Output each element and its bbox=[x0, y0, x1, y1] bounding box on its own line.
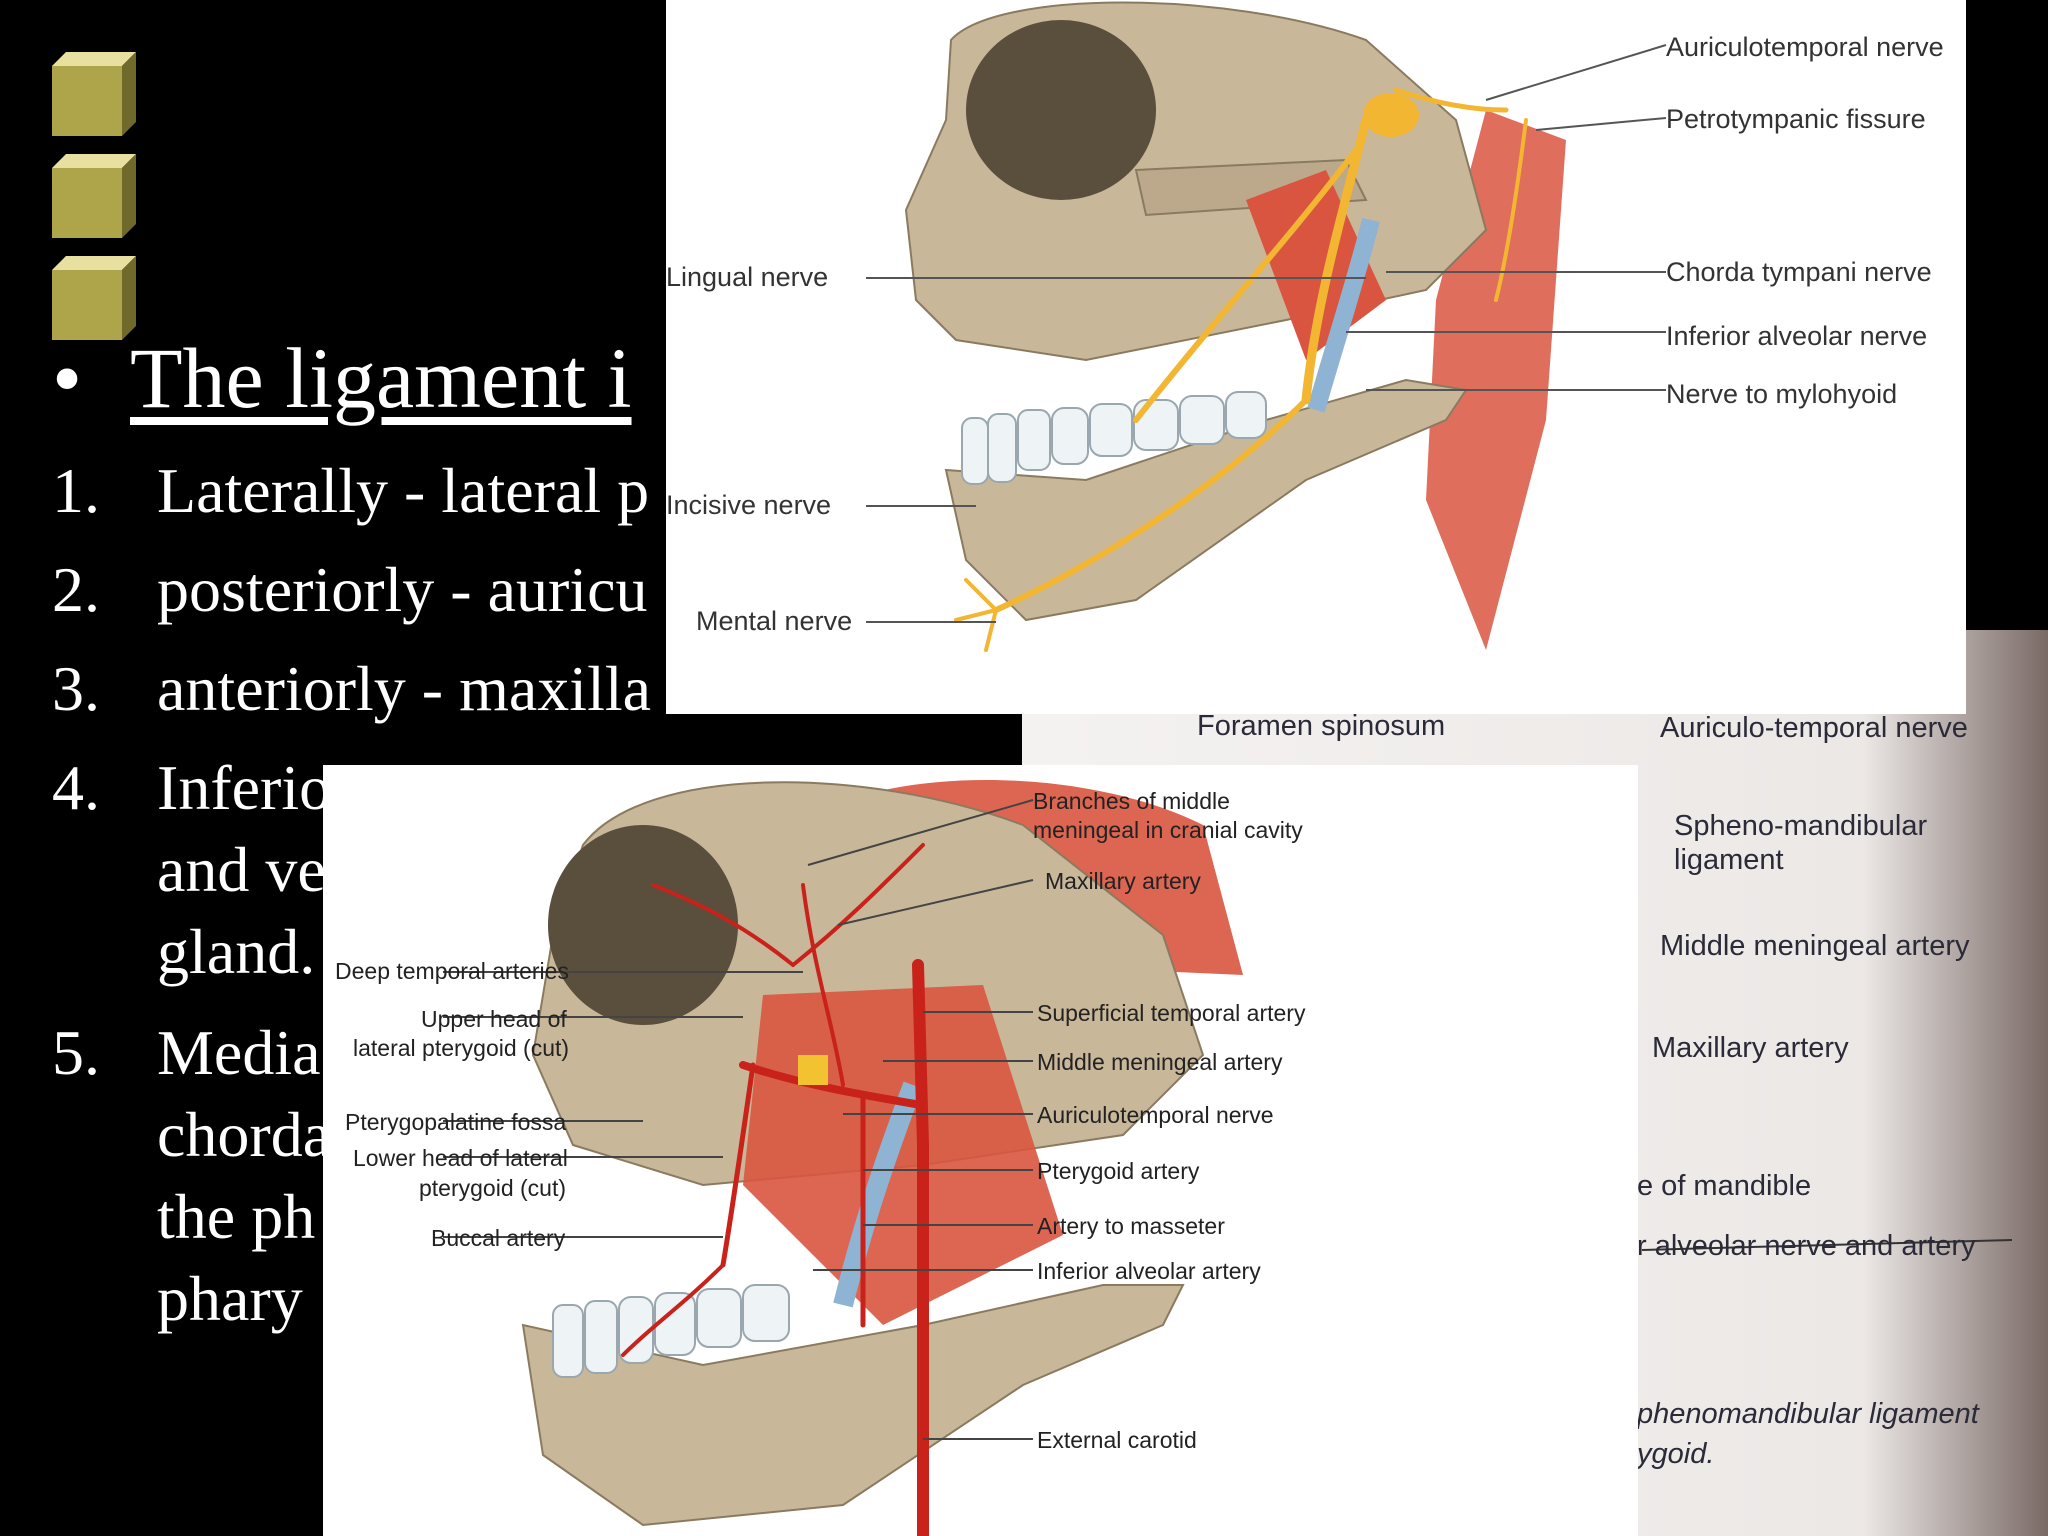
nerve-label: Auriculotemporal nerve bbox=[1666, 32, 1944, 62]
list-number: 5. bbox=[52, 1017, 100, 1088]
artery-label: Buccal artery bbox=[431, 1225, 566, 1251]
scan-label: ligament bbox=[1674, 844, 1784, 876]
list-item: 2. posteriorly - auricu bbox=[52, 549, 648, 631]
nerve-illustration: Auriculotemporal nerve Petrotympanic fis… bbox=[666, 0, 1966, 714]
artery-label: Auriculotemporal nerve bbox=[1037, 1102, 1274, 1128]
nerve-label: Lingual nerve bbox=[666, 262, 829, 292]
scan-label: Middle meningeal artery bbox=[1660, 930, 1970, 962]
list-item: 4. Inferio bbox=[52, 747, 331, 829]
list-item: 5. Media bbox=[52, 1012, 321, 1094]
artery-label: Pterygoid artery bbox=[1037, 1158, 1200, 1184]
scan-label: r alveolar nerve and artery bbox=[1637, 1230, 1976, 1262]
list-number: 3. bbox=[52, 653, 100, 724]
list-item: 1. Laterally - lateral p bbox=[52, 450, 649, 532]
artery-label: Superficial temporal artery bbox=[1037, 1000, 1306, 1026]
list-text: Laterally - lateral p bbox=[157, 455, 650, 526]
nerve-label: Nerve to mylohyoid bbox=[1666, 379, 1898, 409]
artery-label: Inferior alveolar artery bbox=[1037, 1258, 1261, 1284]
artery-label: lateral pterygoid (cut) bbox=[353, 1035, 570, 1061]
bullet-cube-icon bbox=[52, 52, 136, 136]
artery-label: Deep temporal arteries bbox=[335, 958, 569, 984]
artery-label: Upper head of bbox=[421, 1006, 567, 1032]
list-number: 2. bbox=[52, 554, 100, 625]
artery-illustration: Branches of middle meningeal in cranial … bbox=[323, 765, 1638, 1536]
artery-label: Lower head of lateral bbox=[353, 1145, 568, 1171]
nerve-label: Petrotympanic fissure bbox=[1666, 104, 1926, 134]
artery-label: Pterygopalatine fossa bbox=[345, 1109, 567, 1135]
scan-label: Auriculo-temporal nerve bbox=[1660, 712, 1968, 744]
nerve-label: Mental nerve bbox=[696, 606, 853, 636]
artery-label: pterygoid (cut) bbox=[419, 1175, 567, 1201]
heading-bullet: • bbox=[52, 330, 83, 426]
list-text: posteriorly - auricu bbox=[157, 554, 648, 625]
list-continuation: gland. bbox=[157, 916, 316, 987]
list-item: 3. anteriorly - maxilla bbox=[52, 648, 651, 730]
heading-text: The ligament i bbox=[130, 330, 632, 426]
nerve-label: Inferior alveolar nerve bbox=[1666, 321, 1928, 351]
scan-label: Maxillary artery bbox=[1652, 1032, 1849, 1064]
scan-label: ygoid. bbox=[1637, 1438, 1715, 1470]
list-text: Inferio bbox=[157, 752, 332, 823]
list-continuation: and ve bbox=[157, 834, 326, 905]
artery-label: meningeal in cranial cavity bbox=[1033, 817, 1303, 843]
list-continuation: the ph bbox=[157, 1181, 316, 1252]
artery-label: Branches of middle bbox=[1033, 788, 1230, 814]
list-text: Media bbox=[157, 1017, 321, 1088]
slide-heading: • The ligament i bbox=[52, 328, 632, 428]
bullet-cube-icon bbox=[52, 256, 136, 340]
scan-label: Spheno-mandibular bbox=[1674, 810, 1928, 842]
skull-nerve-drawing bbox=[866, 1, 1667, 652]
nerve-label: Chorda tympani nerve bbox=[1666, 257, 1932, 287]
list-continuation: phary bbox=[157, 1263, 303, 1334]
bullet-cube-icon bbox=[52, 154, 136, 238]
scan-label: phenomandibular ligament bbox=[1637, 1398, 1979, 1430]
skull-artery-drawing bbox=[443, 780, 1243, 1536]
artery-label: External carotid bbox=[1037, 1427, 1197, 1453]
list-text: anteriorly - maxilla bbox=[157, 653, 652, 724]
artery-label: Artery to masseter bbox=[1037, 1213, 1225, 1239]
artery-label: Middle meningeal artery bbox=[1037, 1049, 1283, 1075]
list-continuation: chorda bbox=[157, 1099, 332, 1170]
scan-label: e of mandible bbox=[1637, 1170, 1812, 1202]
artery-label: Maxillary artery bbox=[1045, 868, 1201, 894]
scan-label: Foramen spinosum bbox=[1197, 710, 1446, 742]
nerve-label: Incisive nerve bbox=[666, 490, 832, 520]
list-number: 4. bbox=[52, 752, 100, 823]
list-number: 1. bbox=[52, 455, 100, 526]
